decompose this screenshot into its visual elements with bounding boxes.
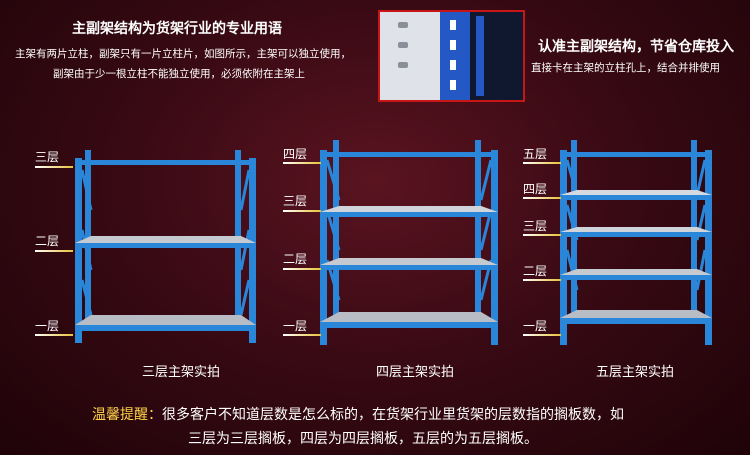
rack-closeup-image [380,12,523,100]
rack-three-level [75,150,256,343]
rack3-level-label: 三层 [523,219,548,233]
tip-line-1: 温馨提醒：很多客户不知道层数是怎么标的，在货架行业里货架的层数指的搁板数，如 [92,404,624,424]
rack1-level-label: 一层 [35,319,60,333]
rack3-level-arrow [523,162,561,164]
rack3-level-label: 四层 [523,182,548,196]
rack2-level-label: 二层 [283,252,308,266]
rack2-level-label: 三层 [283,194,308,208]
rack1-level-label: 三层 [35,150,60,164]
rack1-level-arrow [35,334,73,336]
right-desc: 直接卡在主架的立柱孔上，结合并排使用 [531,62,720,74]
rack2-caption: 四层主架实拍 [376,365,455,380]
rack2-level-arrow [283,162,321,164]
rack1-level-arrow [35,166,73,168]
rack2-level-arrow [283,268,321,270]
rack3-level-label: 五层 [523,147,548,161]
rack1-caption: 三层主架实拍 [142,365,221,380]
rack2-level-label: 一层 [283,319,308,333]
rack3-level-label: 二层 [523,264,548,278]
rack3-level-arrow [523,197,561,199]
rack3-level-label: 一层 [523,319,548,333]
rack3-level-arrow [523,279,561,281]
rack1-level-arrow [35,250,73,252]
rack2-level-arrow [283,334,321,336]
rack-closeup-photo [378,10,525,102]
rack2-level-arrow [283,210,321,212]
rack3-level-arrow [523,334,561,336]
rack-four-level [320,140,498,345]
tip-key: 温馨提醒： [92,407,162,423]
rack3-caption: 五层主架实拍 [596,365,675,380]
rack-five-level [560,140,712,345]
rack1-level-label: 二层 [35,234,60,248]
rack2-level-label: 四层 [283,147,308,161]
left-desc-line-1: 主架有两片立柱，副架只有一片立柱片，如图所示，主架可以独立使用， [15,48,351,60]
left-desc-line-2: 副架由于少一根立柱不能独立使用，必须依附在主架上 [53,68,305,80]
left-title: 主副架结构为货架行业的专业用语 [72,21,282,37]
tip-text-1: 很多客户不知道层数是怎么标的，在货架行业里货架的层数指的搁板数，如 [162,407,624,423]
rack3-level-arrow [523,234,561,236]
tip-line-2: 三层为三层搁板，四层为四层搁板，五层的为五层搁板。 [188,431,538,447]
right-title: 认准主副架结构，节省仓库投入 [538,39,734,55]
